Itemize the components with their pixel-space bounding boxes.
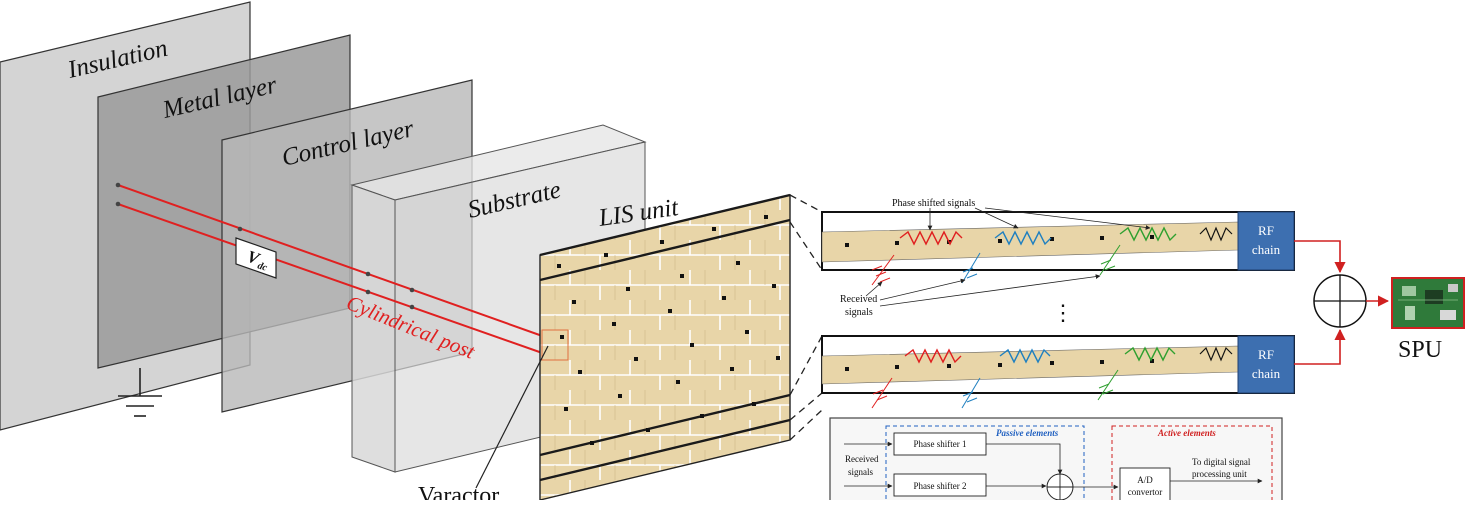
inset-received-line2: signals [848, 467, 873, 477]
phase-shifter-2-label: Phase shifter 2 [914, 481, 967, 491]
wave-red-top [899, 230, 963, 246]
lis-unit-board [539, 193, 791, 501]
lis-element-dots [557, 215, 780, 445]
active-elements-label: Active elements [1157, 428, 1216, 438]
wave-black-bottom [1199, 346, 1233, 362]
rf-chain-top [1237, 211, 1295, 271]
varactor-pointer [475, 345, 549, 489]
ad-label-line2: convertor [1128, 487, 1162, 497]
phase-shifter-2 [893, 473, 987, 497]
rf-chain-bottom-line2: chain [1252, 366, 1281, 381]
zoom-lines [789, 194, 823, 441]
active-elements-region [1111, 425, 1273, 505]
vdc-source: V dc [235, 237, 277, 279]
to-digital-line2: processing unit [1192, 469, 1247, 479]
combiner [1294, 240, 1390, 365]
to-digital-line1: To digital signal [1192, 457, 1251, 467]
wave-blue-top [994, 230, 1052, 246]
vdc-subscript: dc [256, 260, 269, 274]
inset-block-diagram: Passive elements Active elements Receive… [829, 417, 1283, 505]
ground-icon [118, 368, 162, 417]
ellipsis-vertical: ⋮ [1052, 300, 1074, 325]
varactor-highlight [541, 329, 569, 361]
wave-blue-bottom [999, 348, 1051, 364]
strip-top: RF chain [821, 211, 1295, 286]
bias-lines [117, 184, 549, 356]
spu-board-icon [1391, 277, 1465, 329]
passive-elements-label: Passive elements [996, 428, 1059, 438]
received-signals-line2: signals [845, 307, 873, 318]
passive-elements-region [885, 425, 1085, 505]
wave-red-bottom [904, 348, 962, 364]
inset-received-line1: Received [845, 454, 879, 464]
rf-chain-top-line1: RF [1258, 223, 1274, 238]
phase-shifter-1-label: Phase shifter 1 [914, 439, 967, 449]
wave-green-top [1119, 226, 1177, 242]
rf-chain-bottom-line1: RF [1258, 347, 1274, 362]
wave-green-bottom [1124, 346, 1176, 362]
spu-label: SPU [1398, 337, 1442, 363]
varactor-label: Varactor [418, 483, 499, 500]
received-signals-line1: Received [840, 294, 877, 305]
ad-label-line1: A/D [1137, 475, 1153, 485]
wave-black-top [1199, 226, 1233, 242]
strip-bottom: RF chain [821, 335, 1295, 409]
ad-convertor [1119, 467, 1171, 503]
rf-chain-top-line2: chain [1252, 242, 1281, 257]
rf-chain-bottom [1237, 335, 1295, 394]
phase-shifted-label: Phase shifted signals [892, 198, 975, 209]
